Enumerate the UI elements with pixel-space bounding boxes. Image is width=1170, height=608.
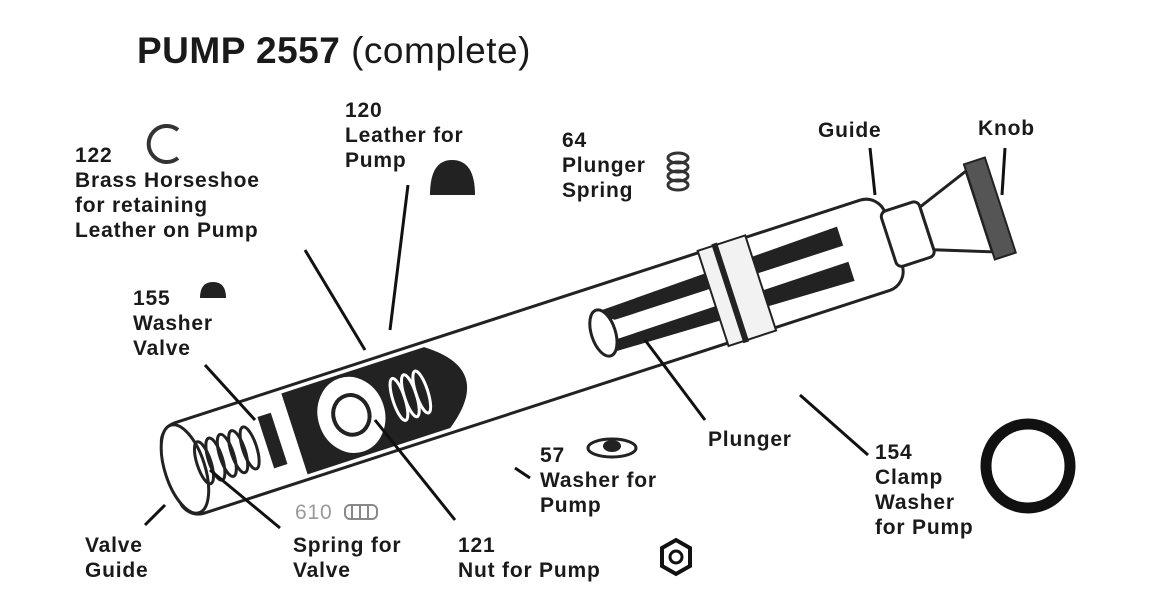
valve-spring-icon	[344, 504, 378, 520]
part-number: 121	[458, 534, 496, 557]
washer-valve-icon	[200, 282, 226, 298]
part-number: 57	[540, 444, 565, 467]
label-line: Valve	[293, 559, 351, 582]
label-plunger-spring: 64 Plunger Spring	[562, 128, 646, 203]
washer-pump-icon	[586, 437, 638, 459]
title-main: PUMP 2557	[137, 30, 341, 71]
part-number: 122	[75, 144, 113, 167]
label-line: Brass Horseshoe	[75, 169, 260, 192]
label-plunger: Plunger	[708, 427, 792, 452]
part-number: 64	[562, 129, 587, 152]
leather-icon	[430, 160, 475, 195]
clamp-washer-icon	[980, 418, 1076, 514]
label-line: Spring for	[293, 534, 402, 557]
label-knob: Knob	[978, 116, 1035, 141]
label-line: Valve	[133, 337, 191, 360]
page-title: PUMP 2557 (complete)	[137, 30, 531, 72]
label-spring-valve: Spring for Valve	[293, 533, 401, 583]
label-line: Plunger	[708, 428, 792, 451]
label-line: Knob	[978, 117, 1035, 140]
part-number: 155	[133, 287, 171, 310]
label-leather: 120 Leather for Pump	[345, 98, 464, 173]
pump-body	[159, 156, 1018, 516]
label-guide: Guide	[818, 118, 882, 143]
label-line: Pump	[345, 149, 407, 172]
label-washer-valve: 155 Washer Valve	[133, 286, 213, 361]
label-line: Plunger	[562, 154, 646, 177]
label-line: for Pump	[875, 516, 974, 539]
part-number-valve-spring: 610	[295, 501, 333, 524]
label-line: for retaining	[75, 194, 208, 217]
label-line: Leather on Pump	[75, 219, 259, 242]
label-valve-guide: Valve Guide	[85, 533, 149, 583]
label-washer-pump: 57 Washer for Pump	[540, 443, 657, 518]
label-horseshoe: 122 Brass Horseshoe for retaining Leathe…	[75, 143, 260, 243]
label-line: Pump	[540, 494, 602, 517]
label-line: Spring	[562, 179, 634, 202]
label-line: Guide	[818, 119, 882, 142]
leader-lines	[143, 147, 1007, 530]
label-line: Leather for	[345, 124, 464, 147]
nut-icon	[660, 537, 692, 577]
label-line: Clamp	[875, 466, 944, 489]
label-line: Washer for	[540, 469, 657, 492]
label-line: Valve	[85, 534, 143, 557]
label-nut: 121 Nut for Pump	[458, 533, 601, 583]
part-number: 154	[875, 441, 913, 464]
part-number: 120	[345, 99, 383, 122]
valve-spring	[192, 425, 261, 486]
plunger-spring-icon	[666, 151, 690, 192]
label-clamp-washer: 154 Clamp Washer for Pump	[875, 440, 974, 540]
title-sub: (complete)	[351, 30, 531, 71]
label-line: Guide	[85, 559, 149, 582]
horseshoe-icon	[146, 124, 180, 164]
label-line: Washer	[875, 491, 955, 514]
label-line: Washer	[133, 312, 213, 335]
label-line: Nut for Pump	[458, 559, 601, 582]
